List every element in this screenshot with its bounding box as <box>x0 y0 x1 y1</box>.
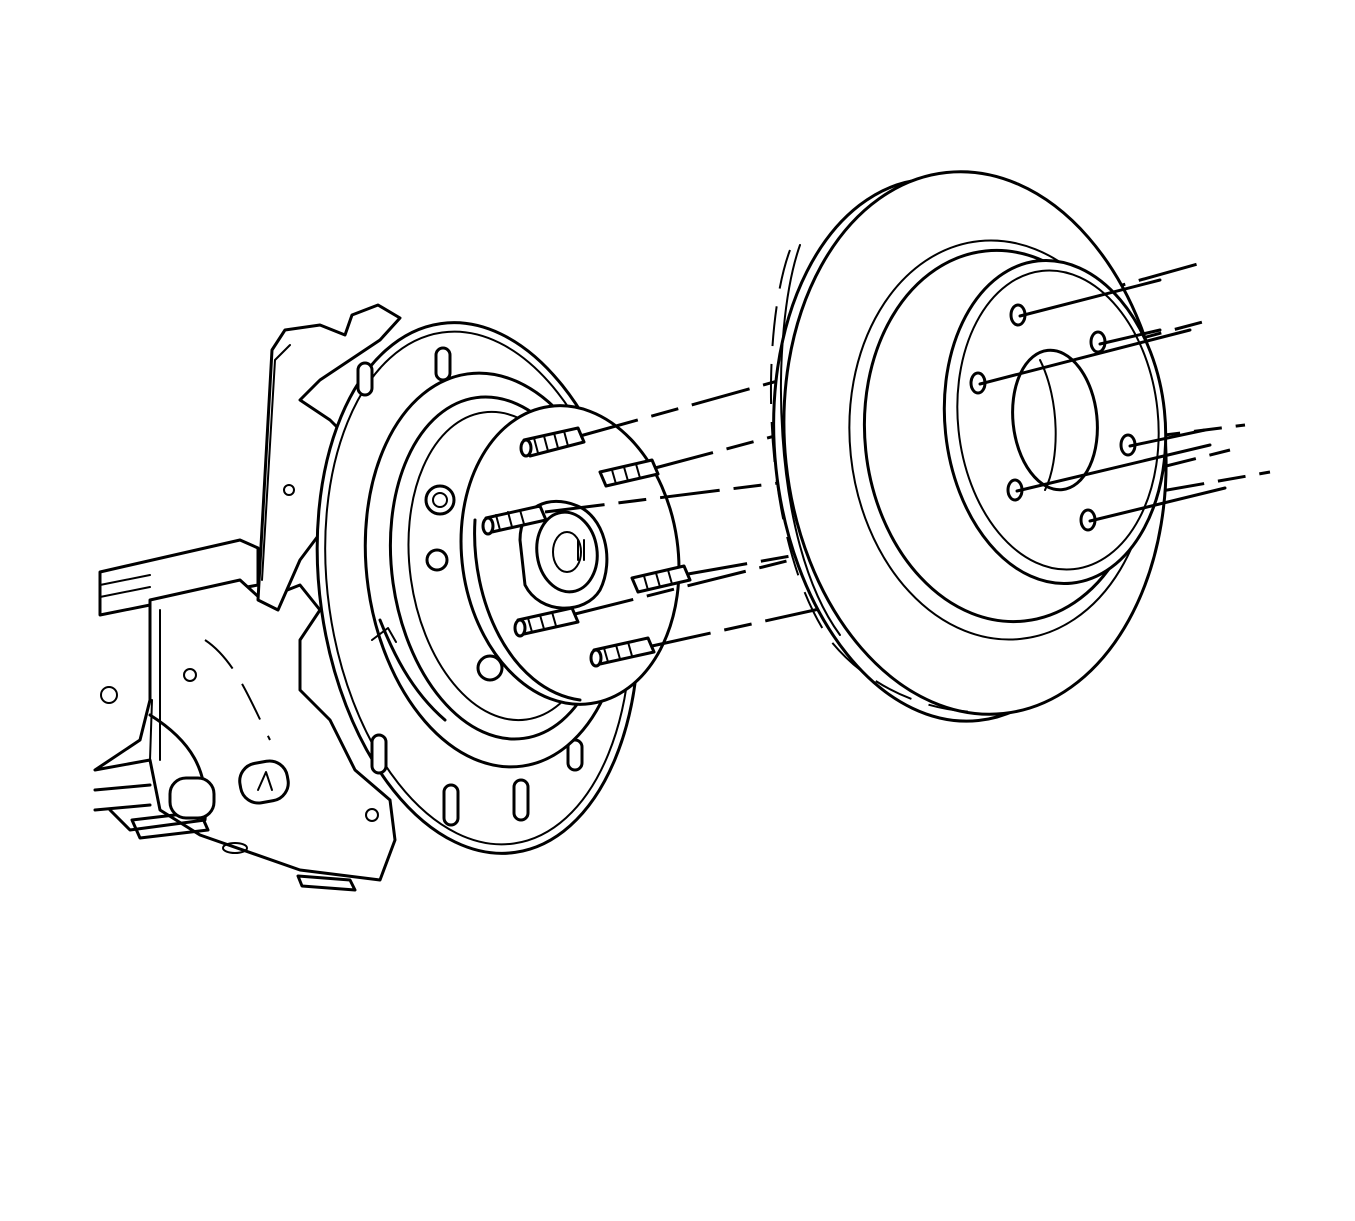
wheel-stud <box>481 504 548 536</box>
brake-rotor <box>769 170 1168 723</box>
wheel-stud <box>519 426 586 458</box>
wheel-stud <box>598 458 660 488</box>
wheel-stud <box>589 636 656 668</box>
wheel-studs <box>481 426 692 668</box>
wheel-stud <box>630 564 692 594</box>
wheel-stud <box>513 606 580 638</box>
rotor-alignment-lines <box>978 278 1227 523</box>
